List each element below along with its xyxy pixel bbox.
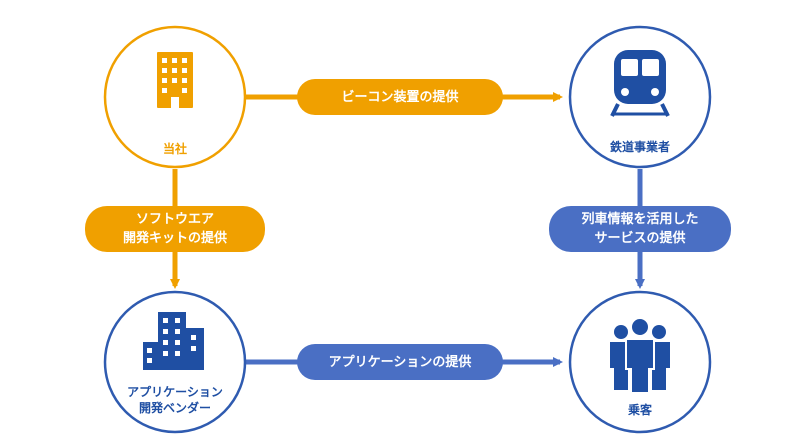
company-label: 当社 — [162, 142, 187, 156]
passengers-label: 乗客 — [627, 403, 652, 417]
railway-label: 鉄道事業者 — [609, 140, 670, 154]
service-pill: 列車情報を活用した サービスの提供 — [549, 206, 731, 252]
office-buildings-icon — [143, 312, 204, 370]
app-pill: アプリケーションの提供 — [297, 344, 503, 380]
train-icon — [610, 50, 670, 117]
building-icon — [157, 52, 193, 108]
beacon-pill: ビーコン装置の提供 — [297, 79, 503, 115]
people-icon — [610, 317, 670, 394]
sdk-pill: ソフトウエア 開発キットの提供 — [85, 206, 265, 252]
vendor-label: アプリケーション 開発ベンダー — [127, 385, 223, 415]
